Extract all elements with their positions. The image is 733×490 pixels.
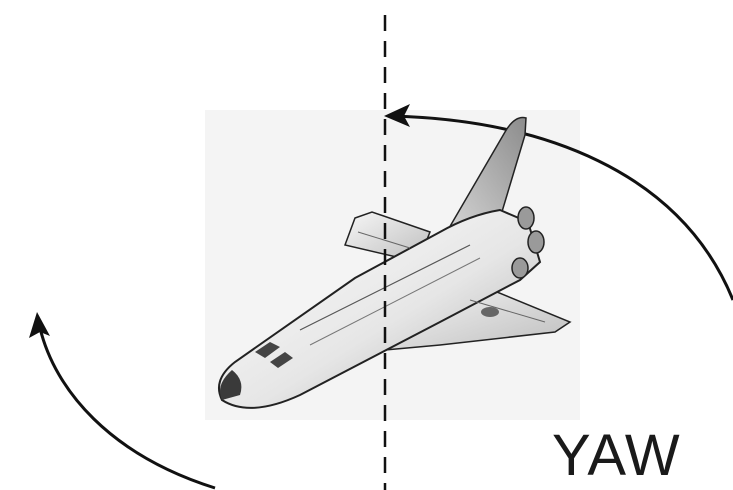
- rotation-arrow-lower: [29, 312, 215, 488]
- arrowhead-lower-icon: [29, 312, 50, 338]
- yaw-label: YAW: [552, 423, 681, 488]
